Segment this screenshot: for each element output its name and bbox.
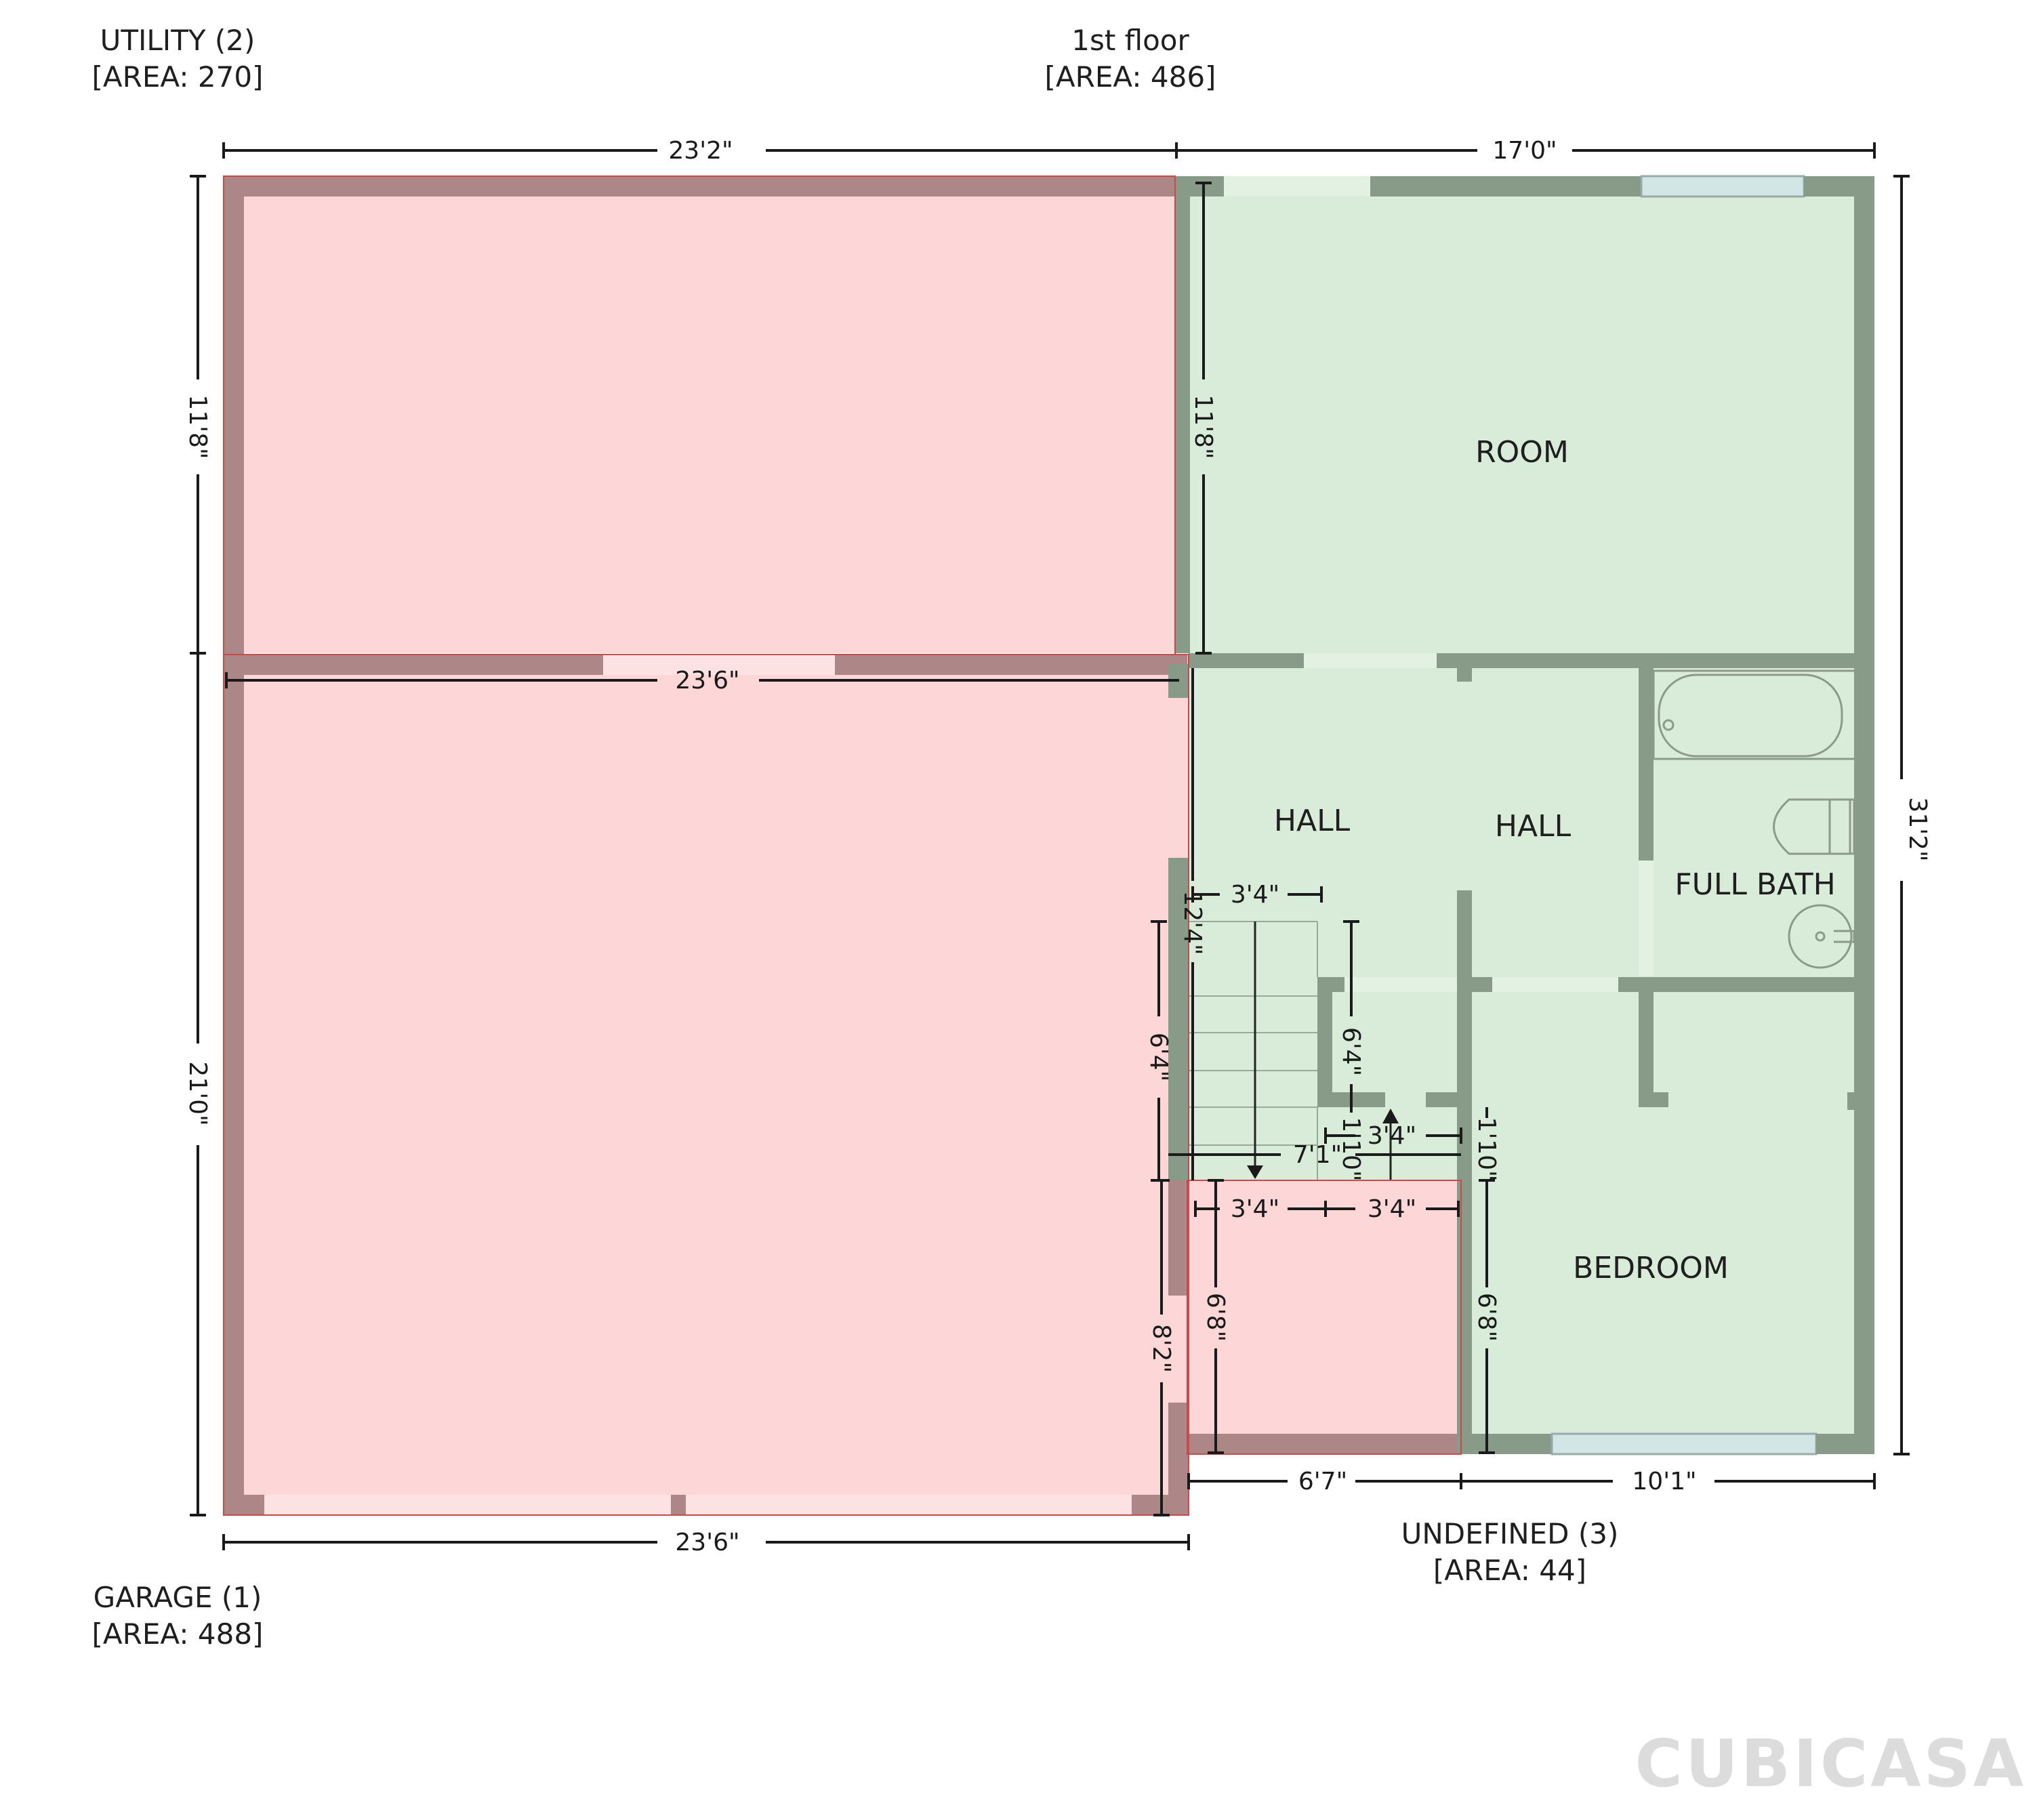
dim-hall-height: 12'4" [1178, 890, 1206, 955]
room-label: ROOM [1475, 435, 1569, 470]
garage-area [224, 656, 1189, 1515]
garage-door-2 [686, 1495, 1132, 1515]
full-bath-label: FULL BATH [1675, 867, 1835, 902]
closet-top-door [1344, 977, 1457, 992]
garage-bottom-wall-left [224, 1495, 264, 1515]
utility-area-value: [AREA: 270] [92, 60, 264, 94]
garage-door-post [671, 1495, 686, 1515]
bedroom-closet-stub [1639, 1092, 1668, 1107]
hall-stub [1457, 668, 1472, 682]
dim-landing-width: 3'4" [1368, 1122, 1416, 1150]
bath-left-wall-upper [1639, 668, 1654, 861]
green-areas [1168, 175, 1874, 1455]
garage-area-value: [AREA: 488] [92, 1617, 264, 1651]
closet-bottom-wall-right [1426, 1092, 1457, 1107]
dim-room-height: 11'8" [1189, 394, 1217, 459]
bedroom-area [1464, 980, 1874, 1454]
bedroom-bottom-wall-left [1457, 1434, 1552, 1454]
room-top-window [1640, 175, 1805, 198]
utility-title: UTILITY (2) [100, 24, 255, 57]
hall-right-label: HALL [1495, 809, 1572, 844]
floor-area-value: [AREA: 486] [1045, 60, 1216, 94]
stair-arrow-up-icon [1382, 1109, 1399, 1123]
room-top-wall-mid [1370, 176, 1641, 197]
room-labels: ROOM HALL HALL FULL BATH BEDROOM [1274, 435, 1836, 1285]
dim-hall-width: 7'1" [1293, 1141, 1342, 1169]
dim-right-total: 31'2" [1904, 797, 1931, 861]
garage-door-1 [264, 1495, 671, 1515]
dim-top-left: 23'2" [668, 137, 733, 165]
sink-faucet [1834, 930, 1855, 943]
bathtub-icon [1652, 669, 1858, 760]
area-titles: UTILITY (2) [AREA: 270] 1st floor [AREA:… [92, 24, 1619, 1651]
dim-landing-right: 1'10" [1473, 1117, 1500, 1181]
undefined-title: UNDEFINED (3) [1401, 1517, 1619, 1550]
bath-bottom-wall-left [1472, 977, 1492, 992]
toilet-tank [1828, 798, 1855, 855]
hall-divider-wall [1457, 890, 1472, 1454]
dim-stair-run: 6'4" [1145, 1033, 1172, 1081]
dim-garage-bottom: 23'6" [675, 1529, 739, 1556]
bedroom-window [1551, 1432, 1818, 1455]
right-outer-wall [1854, 176, 1874, 1454]
stair-arrow-down-icon [1247, 1165, 1263, 1179]
utility-garage-wall-right [835, 655, 1187, 675]
undefined-bottom-wall [1187, 1434, 1461, 1454]
bedroom-label: BEDROOM [1573, 1251, 1729, 1285]
room-top-door [1224, 176, 1370, 197]
floor-title: 1st floor [1071, 24, 1189, 57]
dim-closet-height: 6'4" [1337, 1027, 1365, 1076]
bath-bottom-door [1492, 977, 1618, 992]
dim-left-upper: 11'8" [184, 394, 211, 459]
garage-right-wall-mid [1168, 1180, 1189, 1296]
hall-right-area [1457, 653, 1647, 992]
bath-bottom-wall-right [1618, 977, 1874, 992]
cubicasa-logo: CUBICASA [1635, 1726, 2026, 1802]
closet-left-wall [1317, 977, 1332, 1099]
left-wall [224, 176, 244, 1515]
utility-garage-wall-left [224, 655, 603, 675]
dimension-labels: 23'2" 17'0" 11'8" 21'0" 31'2" 11'8" 23'6… [184, 137, 1931, 1556]
bedroom-right-stub [1847, 1092, 1854, 1110]
dim-garage-step: 8'2" [1147, 1324, 1175, 1373]
dim-undef-left: 3'4" [1231, 1195, 1279, 1223]
dim-landing-depth: 1'10" [1337, 1117, 1365, 1181]
utility-top-wall [224, 176, 1175, 197]
dimension-lines [190, 142, 1910, 1550]
room-hall-wall-right [1437, 653, 1874, 668]
bath-area [1647, 653, 1874, 992]
bedroom-bottom-wall-right [1816, 1434, 1874, 1454]
dim-undefined-bottom: 6'7" [1298, 1468, 1347, 1495]
sink-icon [1788, 904, 1853, 969]
garage-title: GARAGE (1) [94, 1581, 262, 1614]
room-hall-wall-left [1189, 653, 1304, 668]
dim-top-right: 17'0" [1492, 137, 1557, 165]
undefined-area-value: [AREA: 44] [1433, 1554, 1586, 1587]
dim-bedroom-bottom: 10'1" [1632, 1468, 1696, 1495]
dim-undef-height-right: 6'8" [1473, 1293, 1500, 1342]
hall-left-wall-lower [1168, 858, 1189, 1180]
bath-door [1639, 861, 1654, 976]
dim-undef-height-left: 6'8" [1202, 1293, 1229, 1342]
room-left-wall [1175, 176, 1190, 653]
undefined-area [1187, 1180, 1461, 1454]
bathtub-drain [1662, 719, 1675, 731]
bedroom-closet-wall [1639, 992, 1654, 1107]
hall-left-label: HALL [1274, 804, 1351, 838]
dim-stair-width: 3'4" [1231, 881, 1279, 909]
dim-undef-right: 3'4" [1368, 1195, 1416, 1223]
utility-area [224, 176, 1175, 653]
garage-right-wall-lower [1168, 1403, 1189, 1515]
pink-areas [224, 176, 1461, 1515]
dim-left-lower: 21'0" [184, 1061, 211, 1125]
room-door [1304, 653, 1437, 668]
dim-utility-bottom: 23'6" [675, 667, 739, 695]
room-area [1176, 176, 1874, 653]
sink-drain [1815, 931, 1826, 942]
utility-door [603, 655, 835, 675]
bathtub-basin [1658, 674, 1843, 758]
area-outlines [223, 175, 1462, 1516]
